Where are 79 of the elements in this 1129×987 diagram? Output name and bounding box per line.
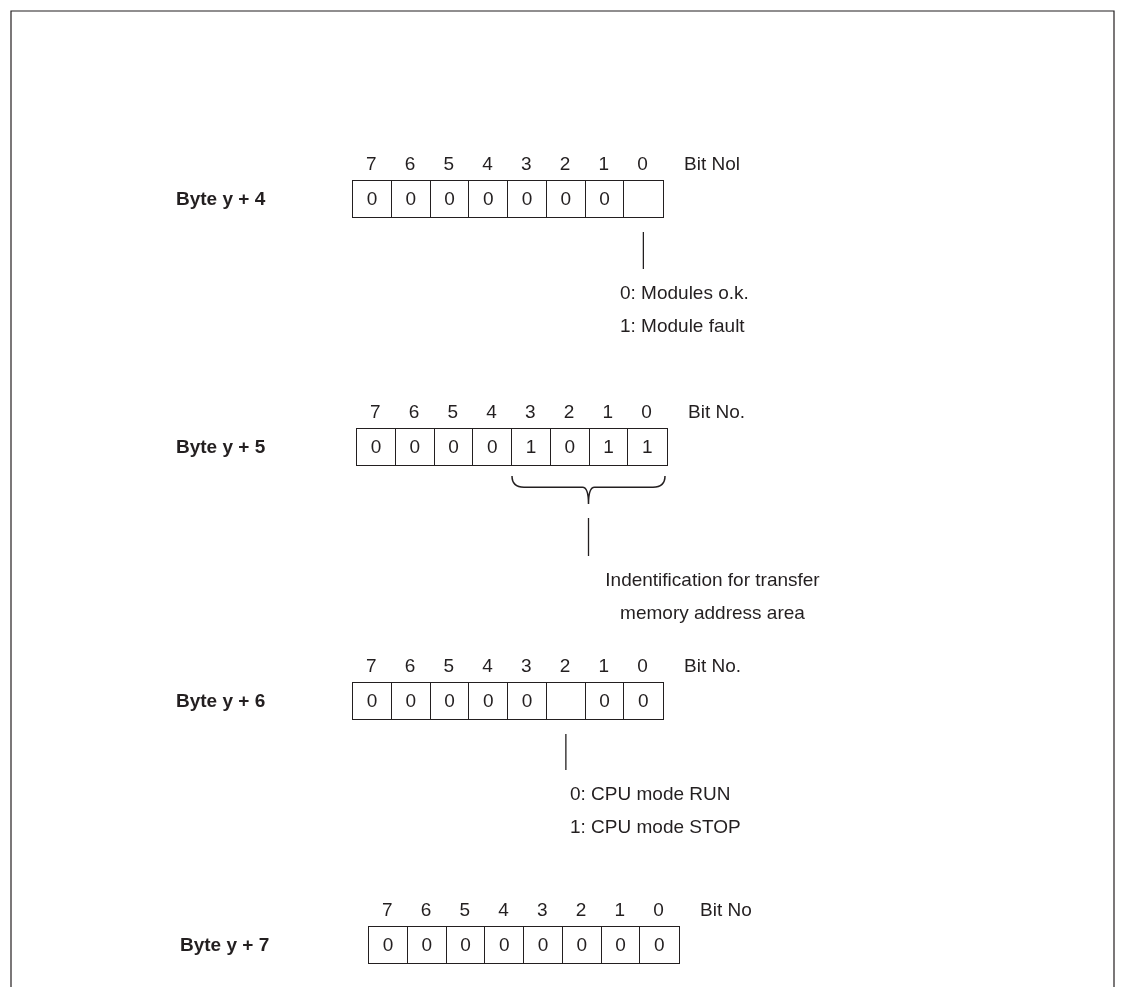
bit-cell: 0 bbox=[356, 428, 397, 466]
bit-cell: 0 bbox=[433, 428, 474, 466]
bit-number: 6 bbox=[403, 655, 417, 677]
description-text: 1: CPU mode STOP bbox=[570, 815, 741, 839]
bit-number: 0 bbox=[636, 153, 649, 175]
bit-number: 5 bbox=[446, 401, 460, 423]
bit-number: 4 bbox=[497, 899, 510, 921]
byte-label: Byte y + 6 bbox=[176, 690, 266, 712]
bit-cell: 0 bbox=[429, 180, 470, 218]
bit-cell: 0 bbox=[561, 926, 602, 964]
bit-cell: 0 bbox=[406, 926, 447, 964]
description-text: 0: CPU mode RUN bbox=[570, 782, 732, 806]
bit-number: 5 bbox=[458, 899, 472, 921]
bit-cell: 0 bbox=[639, 926, 680, 964]
bit-number-caption: Bit Nol bbox=[684, 153, 740, 175]
bit-cell: 1 bbox=[588, 428, 629, 466]
bit-number: 5 bbox=[442, 153, 456, 175]
description-text: 1: Module fault bbox=[620, 314, 746, 338]
bit-number-caption: Bit No. bbox=[684, 655, 742, 677]
bit-number-caption: Bit No bbox=[700, 899, 752, 921]
bit-number: 2 bbox=[574, 899, 588, 921]
bit-number: 4 bbox=[481, 655, 494, 677]
bit-cell: 0 bbox=[545, 180, 586, 218]
bit-cell: 0 bbox=[549, 428, 590, 466]
bit-number: 3 bbox=[524, 401, 537, 423]
bit-cell: 0 bbox=[368, 926, 409, 964]
bit-number: 4 bbox=[485, 401, 498, 423]
bit-number: 3 bbox=[536, 899, 549, 921]
byte-label: Byte y + 4 bbox=[176, 188, 266, 210]
bit-cell: 0 bbox=[468, 682, 509, 720]
bit-number: 2 bbox=[558, 655, 572, 677]
bit-cell: 0 bbox=[352, 180, 393, 218]
bit-number: 2 bbox=[562, 401, 576, 423]
bit-cell: 0 bbox=[507, 180, 548, 218]
bit-number: 3 bbox=[520, 153, 533, 175]
bit-cell: 0 bbox=[429, 682, 470, 720]
bit-cell: 1 bbox=[511, 428, 552, 466]
bit-number: 6 bbox=[407, 401, 421, 423]
bit-number: 7 bbox=[365, 153, 378, 175]
bit-number: 6 bbox=[419, 899, 433, 921]
bit-number: 0 bbox=[640, 401, 653, 423]
curly-brace bbox=[511, 475, 666, 505]
bit-cell: 1 bbox=[627, 428, 668, 466]
bit-cell: 0 bbox=[468, 180, 509, 218]
bit-number: 1 bbox=[597, 153, 611, 175]
leader-line bbox=[587, 517, 590, 557]
byte-label: Byte y + 7 bbox=[180, 934, 270, 956]
bit-number: 1 bbox=[613, 899, 627, 921]
description-text: 0: Modules o.k. bbox=[620, 281, 749, 305]
bit-cell: 0 bbox=[584, 682, 625, 720]
leader-line bbox=[642, 231, 645, 270]
bit-cell: 0 bbox=[390, 180, 431, 218]
bit-cell: 0 bbox=[584, 180, 625, 218]
bit-cell: 0 bbox=[390, 682, 431, 720]
bit-number: 7 bbox=[381, 899, 394, 921]
bit-cell: 0 bbox=[523, 926, 564, 964]
bit-cell: 0 bbox=[352, 682, 393, 720]
bit-number: 7 bbox=[369, 401, 382, 423]
bit-number: 3 bbox=[520, 655, 533, 677]
bit-cell: 0 bbox=[445, 926, 486, 964]
bit-number: 1 bbox=[597, 655, 611, 677]
description-text: Indentification for transfer memory address area bbox=[604, 568, 821, 625]
bit-number: 4 bbox=[481, 153, 494, 175]
bit-number: 7 bbox=[365, 655, 378, 677]
bit-number: 0 bbox=[636, 655, 649, 677]
bit-cell: 0 bbox=[507, 682, 548, 720]
bit-cell: 0 bbox=[484, 926, 525, 964]
byte-label: Byte y + 5 bbox=[176, 436, 266, 458]
bit-number: 6 bbox=[403, 153, 417, 175]
bit-number-caption: Bit No. bbox=[688, 401, 746, 423]
bit-cell: 0 bbox=[472, 428, 513, 466]
bit-number: 5 bbox=[442, 655, 456, 677]
leader-line bbox=[565, 733, 567, 771]
bit-cell: 0 bbox=[394, 428, 435, 466]
bit-number: 1 bbox=[601, 401, 615, 423]
bit-cell: 0 bbox=[623, 682, 664, 720]
bit-number: 2 bbox=[558, 153, 572, 175]
bit-cell: 0 bbox=[600, 926, 641, 964]
bit-number: 0 bbox=[652, 899, 665, 921]
